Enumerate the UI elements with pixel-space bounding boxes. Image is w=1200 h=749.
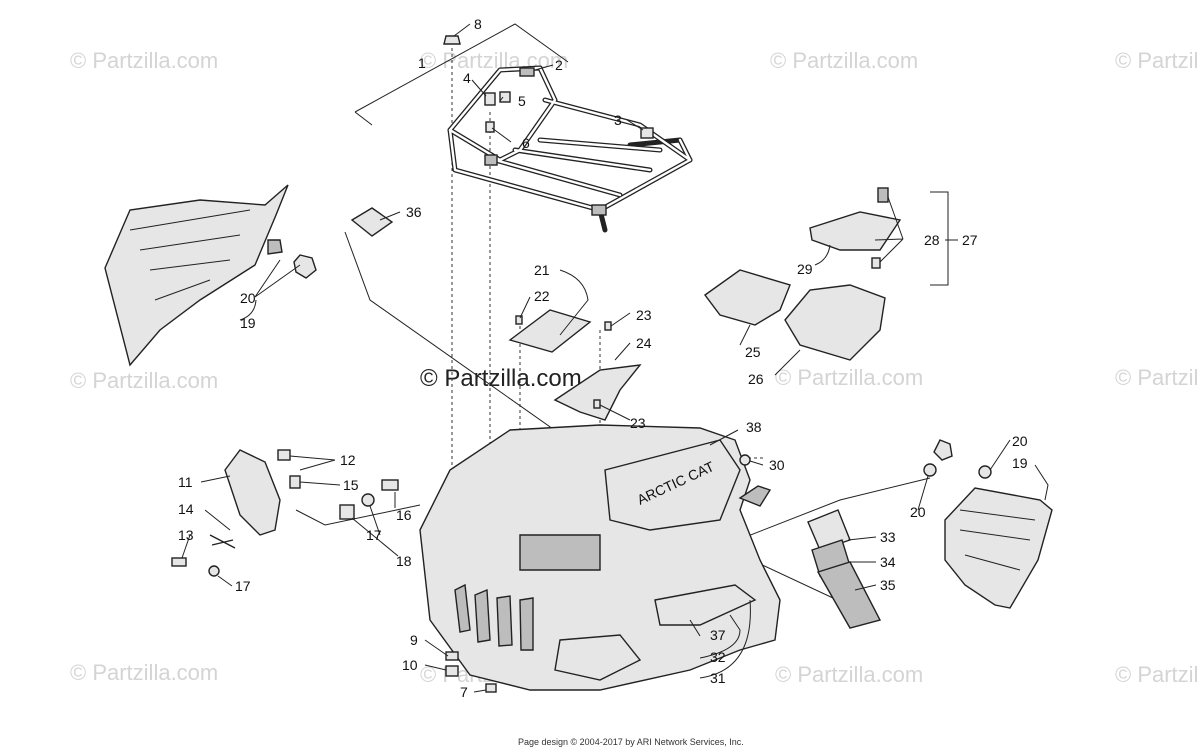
callout-17: 17 [366, 527, 382, 543]
decal-21 [508, 309, 592, 353]
callout-3: 3 [614, 112, 622, 128]
callout-21: 21 [534, 262, 550, 278]
left-side-panel [104, 184, 317, 367]
callout-27: 27 [962, 232, 978, 248]
callout-23: 23 [636, 307, 652, 323]
callout-12: 12 [340, 452, 356, 468]
watermark: © Partzilla.com [775, 662, 923, 687]
callout-16: 16 [396, 507, 412, 523]
watermark: © Partzilla.com [70, 660, 218, 685]
footer-text: Page design © 2004-2017 by ARI Network S… [518, 737, 744, 747]
callouts: 1 2 3 4 5 6 7 8 9 10 11 12 13 14 15 16 1… [178, 16, 1028, 700]
callout-34: 34 [880, 554, 896, 570]
watermark: © Partzilla.com [70, 368, 218, 393]
spacer-6 [485, 121, 495, 133]
callout-9: 9 [410, 632, 418, 648]
watermark: © Partzilla.com [1115, 365, 1200, 390]
washer-17b [208, 565, 220, 577]
callout-6: 6 [522, 135, 530, 151]
callout-10: 10 [402, 657, 418, 673]
right-decals [807, 509, 882, 629]
callout-24: 24 [636, 335, 652, 351]
washer-5 [499, 91, 511, 103]
callout-36: 36 [406, 204, 422, 220]
callout-5: 5 [518, 93, 526, 109]
callout-19: 19 [240, 315, 256, 331]
callout-18: 18 [396, 553, 412, 569]
watermark: © Partzilla.com [1115, 48, 1200, 73]
leader-lines [181, 23, 1049, 693]
watermarks: © Partzilla.com © Partzilla.com © Partzi… [70, 48, 1200, 687]
grommet-20b [978, 465, 992, 479]
callout-37: 37 [710, 627, 726, 643]
cover-25 [704, 269, 791, 326]
callout-1: 1 [418, 55, 426, 71]
callout-15: 15 [343, 477, 359, 493]
left-headlight [171, 449, 399, 577]
callout-20-c: 20 [910, 504, 926, 520]
callout-31: 31 [710, 670, 726, 686]
callout-20-b: 20 [1012, 433, 1028, 449]
front-fender: ARCTIC CAT [419, 424, 781, 691]
grommet-20c [923, 463, 937, 477]
tray-26 [784, 284, 886, 361]
callout-29: 29 [797, 261, 813, 277]
callout-38: 38 [746, 419, 762, 435]
callout-13: 13 [178, 527, 194, 543]
watermark: © Partzilla.com [70, 48, 218, 73]
callout-35: 35 [880, 577, 896, 593]
callout-28: 28 [924, 232, 940, 248]
bracket-24 [553, 364, 642, 421]
front-rack [447, 65, 693, 233]
nut-7 [485, 683, 497, 693]
nut-10 [445, 665, 459, 677]
bolt-4 [484, 92, 496, 106]
washer-17 [361, 493, 375, 507]
callout-8: 8 [474, 16, 482, 32]
watermark: © Partzilla.com [775, 365, 923, 390]
screw-23b [593, 399, 601, 409]
callout-4: 4 [463, 70, 471, 86]
callout-17-b: 17 [235, 578, 251, 594]
callout-25: 25 [745, 344, 761, 360]
bolt-16 [381, 479, 399, 491]
nut-3 [640, 127, 654, 139]
callout-19-b: 19 [1012, 455, 1028, 471]
callout-26: 26 [748, 371, 764, 387]
callout-20: 20 [240, 290, 256, 306]
screw-30 [739, 454, 751, 466]
grommet-20 [293, 254, 317, 279]
bolt-9 [445, 651, 459, 661]
callout-14: 14 [178, 501, 194, 517]
callout-22: 22 [534, 288, 550, 304]
watermark: © Partzilla.com [770, 48, 918, 73]
watermark: © Partzilla.com [1115, 662, 1200, 687]
callout-30: 30 [769, 457, 785, 473]
nut-8 [443, 35, 461, 45]
storage-parts [704, 187, 902, 361]
callout-23-b: 23 [630, 415, 646, 431]
screw-23 [604, 321, 612, 331]
callout-33: 33 [880, 529, 896, 545]
decal-36 [350, 207, 394, 237]
nut-15 [289, 475, 301, 489]
bolt-12 [277, 449, 291, 461]
screw-22 [515, 315, 523, 325]
center-watermark: © Partzilla.com [420, 365, 582, 392]
bottom-fasteners [445, 454, 751, 693]
callout-2: 2 [555, 57, 563, 73]
callout-11: 11 [178, 474, 193, 490]
lid-29 [809, 211, 902, 251]
callout-32: 32 [710, 649, 726, 665]
callout-7: 7 [460, 684, 468, 700]
grommet-18 [339, 504, 355, 520]
screw-13 [171, 557, 187, 567]
right-side-panel [923, 439, 1053, 609]
watermark: © Partzilla.com [420, 48, 568, 73]
